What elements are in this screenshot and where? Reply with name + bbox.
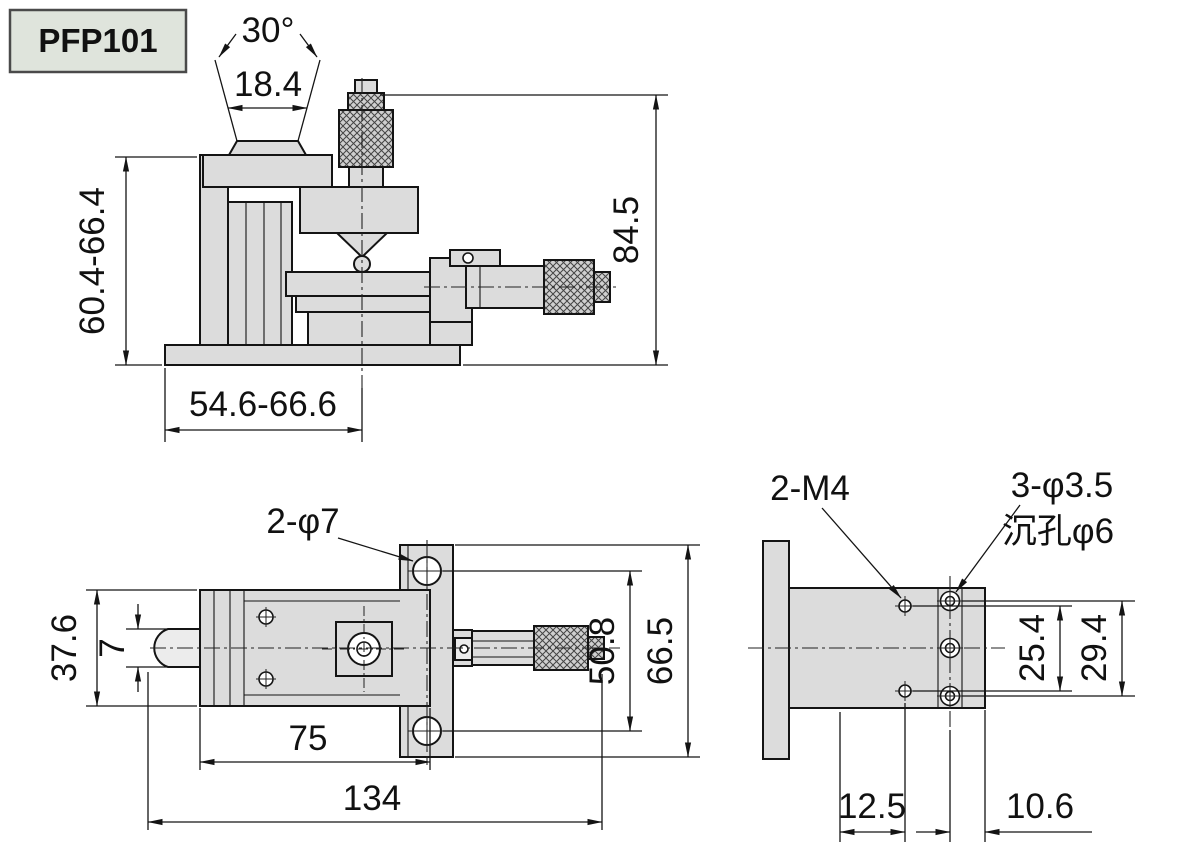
side-view: 30° 18.4 60.4-66.4 84.5 54.6-66.6	[73, 11, 668, 442]
top-plate	[202, 154, 333, 188]
vertical-micrometer	[338, 79, 394, 188]
v-mic-cap	[354, 79, 378, 94]
dim-dovetail-width-group: 18.4	[227, 65, 308, 112]
dim-plate-length: 66.5	[641, 617, 680, 685]
dim-angle-group: 30°	[214, 11, 321, 142]
part-number-badge: PFP101	[8, 8, 188, 74]
dim-hole-pitch-inner: 25.4	[1013, 614, 1052, 682]
dim-total-length: 134	[343, 779, 401, 818]
dim-body-length: 75	[289, 719, 328, 758]
dim-body-width: 37.6	[45, 614, 84, 682]
label-counterbore: 沉孔φ6	[1002, 512, 1114, 551]
dim-hole-pitch-inner-group: 25.4	[913, 605, 1072, 692]
t-mic-screw	[459, 644, 469, 654]
dim-height-range-group: 60.4-66.4	[73, 156, 197, 366]
dim-hole-pitch-outer: 29.4	[1075, 614, 1114, 682]
flange-plate	[762, 540, 790, 760]
dim-base-width-range: 54.6-66.6	[189, 385, 337, 424]
label-tapped-holes: 2-M4	[770, 469, 850, 508]
dovetail-block	[227, 140, 308, 156]
clamp-screw	[462, 252, 474, 264]
dim-tongue-width-group: 7	[93, 604, 167, 692]
dim-total-height: 84.5	[607, 196, 646, 264]
base-plate	[164, 344, 461, 366]
label-through-holes: 3-φ3.5	[1011, 466, 1113, 505]
mid-slide	[295, 295, 433, 313]
v-mic-thimble	[338, 109, 394, 168]
dim-body-width-group: 37.6	[45, 589, 197, 707]
h-mic-foot	[429, 321, 473, 346]
label-mount-holes-group: 2-φ7	[266, 502, 414, 562]
dim-total-length-group: 134	[147, 672, 603, 830]
dim-plate-length-group: 66.5	[455, 544, 700, 758]
dim-dovetail-width: 18.4	[234, 65, 302, 104]
dim-body-length-group: 75	[199, 708, 431, 770]
horizontal-micrometer	[429, 249, 611, 346]
dim-height-range: 60.4-66.4	[73, 187, 112, 335]
v-mic-sleeve	[348, 166, 384, 188]
h-mic-clamp	[449, 249, 501, 267]
label-tapped-holes-group: 2-M4	[770, 469, 902, 599]
end-view: 2-M4 3-φ3.5 沉孔φ6 25.4 29.4 12	[748, 466, 1135, 842]
dim-hole-pitch: 50.8	[583, 617, 622, 685]
part-number: PFP101	[38, 22, 157, 59]
dim-total-height-group: 84.5	[380, 94, 668, 366]
dim-offset-right-group: 10.6	[916, 710, 1092, 842]
dim-base-width-group: 54.6-66.6	[164, 368, 363, 442]
label-through-holes-group: 3-φ3.5 沉孔φ6	[955, 466, 1114, 593]
dim-offset-right: 10.6	[1006, 787, 1074, 826]
dim-offset-left: 12.5	[838, 787, 906, 826]
part-number-box	[8, 8, 188, 74]
dim-offset-left-group: 12.5	[838, 703, 906, 842]
plate-stack	[227, 201, 293, 346]
label-mount-holes: 2-φ7	[266, 502, 339, 541]
dim-angle: 30°	[242, 11, 295, 50]
dim-tongue-width: 7	[93, 638, 132, 657]
top-view: 2-φ7 37.6 7 50.8	[45, 502, 700, 830]
micrometer-bracket	[299, 186, 419, 234]
upper-slide	[285, 271, 433, 297]
v-mic-knob	[347, 92, 385, 111]
dim-hole-pitch-outer-group: 29.4	[962, 600, 1135, 697]
dim-hole-pitch-group: 50.8	[443, 570, 642, 732]
